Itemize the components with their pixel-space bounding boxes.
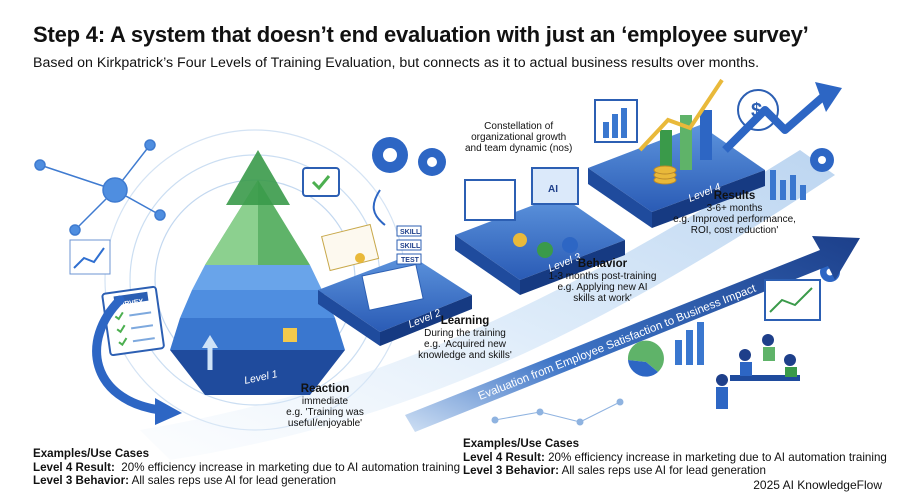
growth-arrow xyxy=(722,91,828,153)
skill-tag-3: TEST xyxy=(401,257,420,264)
kirkpatrick-pyramid xyxy=(170,150,345,395)
dollar-bubble-icon: $ xyxy=(737,89,779,131)
check-monitor-icon xyxy=(302,167,340,197)
dotted-network xyxy=(491,398,624,426)
level-3-line-1: 1-3 months post-training xyxy=(548,271,657,282)
cycle-arrow-head xyxy=(155,398,182,425)
level-2-line-1: During the training xyxy=(424,328,506,339)
survey-clipboard-icon: SURVEY xyxy=(101,285,165,357)
level-2-platform xyxy=(318,223,472,346)
use-cases-right-r2-text: All sales reps use AI for lead generatio… xyxy=(561,464,766,477)
bar-chart-icon-right xyxy=(770,170,806,200)
level-4-platform xyxy=(588,78,765,228)
level-1-line-3: useful/enjoyable' xyxy=(287,418,363,429)
workplace-scene xyxy=(627,279,821,409)
bar-chart-icon-left xyxy=(69,239,111,275)
ai-label: AI xyxy=(548,184,558,195)
survey-label: SURVEY xyxy=(114,298,144,309)
cycle-arrow xyxy=(92,295,165,415)
skill-tag-1: SKILL xyxy=(400,229,421,236)
skill-tags: SKILL SKILL TEST xyxy=(396,225,422,265)
level-1-title: Reaction xyxy=(300,383,350,395)
use-cases-left-r2-label: Level 3 Behavior: xyxy=(33,474,130,487)
constellation-note: Constellation of organizational growth a… xyxy=(465,121,572,154)
page-subtitle: Based on Kirkpatrick’s Four Levels of Tr… xyxy=(33,55,760,71)
footer-copyright: 2025 AI KnowledgeFlow xyxy=(753,478,882,492)
use-cases-left-r1-text: 20% efficiency increase in marketing due… xyxy=(121,460,461,474)
level-3-platform xyxy=(455,167,625,295)
level-4-line-1: 3-6+ months xyxy=(706,203,763,214)
level-2-label: Learning During the training e.g. 'Acqui… xyxy=(410,315,520,361)
skill-tag-2: SKILL xyxy=(400,243,421,250)
use-cases-right-r2-label: Level 3 Behavior: xyxy=(463,464,560,477)
use-cases-right-r1-text: 20% efficiency increase in marketing due… xyxy=(548,450,887,464)
use-cases-left-heading: Examples/Use Cases xyxy=(33,447,150,460)
note-line-1: Constellation of xyxy=(484,121,554,132)
level-4-title: Results xyxy=(713,190,756,202)
use-cases-right-heading: Examples/Use Cases xyxy=(463,437,580,450)
level-2-line-3: knowledge and skills' xyxy=(418,350,512,361)
note-line-3: and team dynamic (nos) xyxy=(465,143,573,154)
use-cases-left-r1-label: Level 4 Result: xyxy=(33,460,115,474)
level-1-line-2: e.g. 'Training was xyxy=(286,407,364,418)
svg-text:$: $ xyxy=(751,100,762,122)
note-line-2: organizational growth xyxy=(471,132,567,143)
level-1-label: Reaction immediate e.g. 'Training was us… xyxy=(275,383,375,429)
level-4-line-2: e.g. Improved performance, xyxy=(673,214,796,225)
rising-band xyxy=(140,150,835,460)
level-3-title: Behavior xyxy=(577,258,628,270)
level-4-line-3: ROI, cost reduction' xyxy=(690,225,779,236)
level-3-line-3: skills at work' xyxy=(573,293,632,304)
network-icon xyxy=(34,139,166,236)
page-title: Step 4: A system that doesn’t end evalua… xyxy=(33,22,809,47)
impact-arrow xyxy=(405,236,860,432)
level-1-line-1: immediate xyxy=(301,396,349,407)
curve-arrow-gear xyxy=(372,189,386,226)
use-cases-right-r1-label: Level 4 Result: xyxy=(463,450,545,464)
level-3-line-2: e.g. Applying new AI xyxy=(557,282,648,293)
use-cases-left: Examples/Use Cases Level 4 Result: 20% e… xyxy=(33,447,460,488)
level-4-label: Results 3-6+ months e.g. Improved perfor… xyxy=(662,190,807,236)
level-2-line-2: e.g. 'Acquired new xyxy=(424,339,506,350)
use-cases-right: Examples/Use Cases Level 4 Result: 20% e… xyxy=(463,437,887,478)
use-cases-left-r2-text: All sales reps use AI for lead generatio… xyxy=(131,474,336,487)
level-3-label: Behavior 1-3 months post-training e.g. A… xyxy=(540,258,665,304)
level-2-title: Learning xyxy=(440,315,490,327)
sticky-note-icon xyxy=(283,328,297,342)
